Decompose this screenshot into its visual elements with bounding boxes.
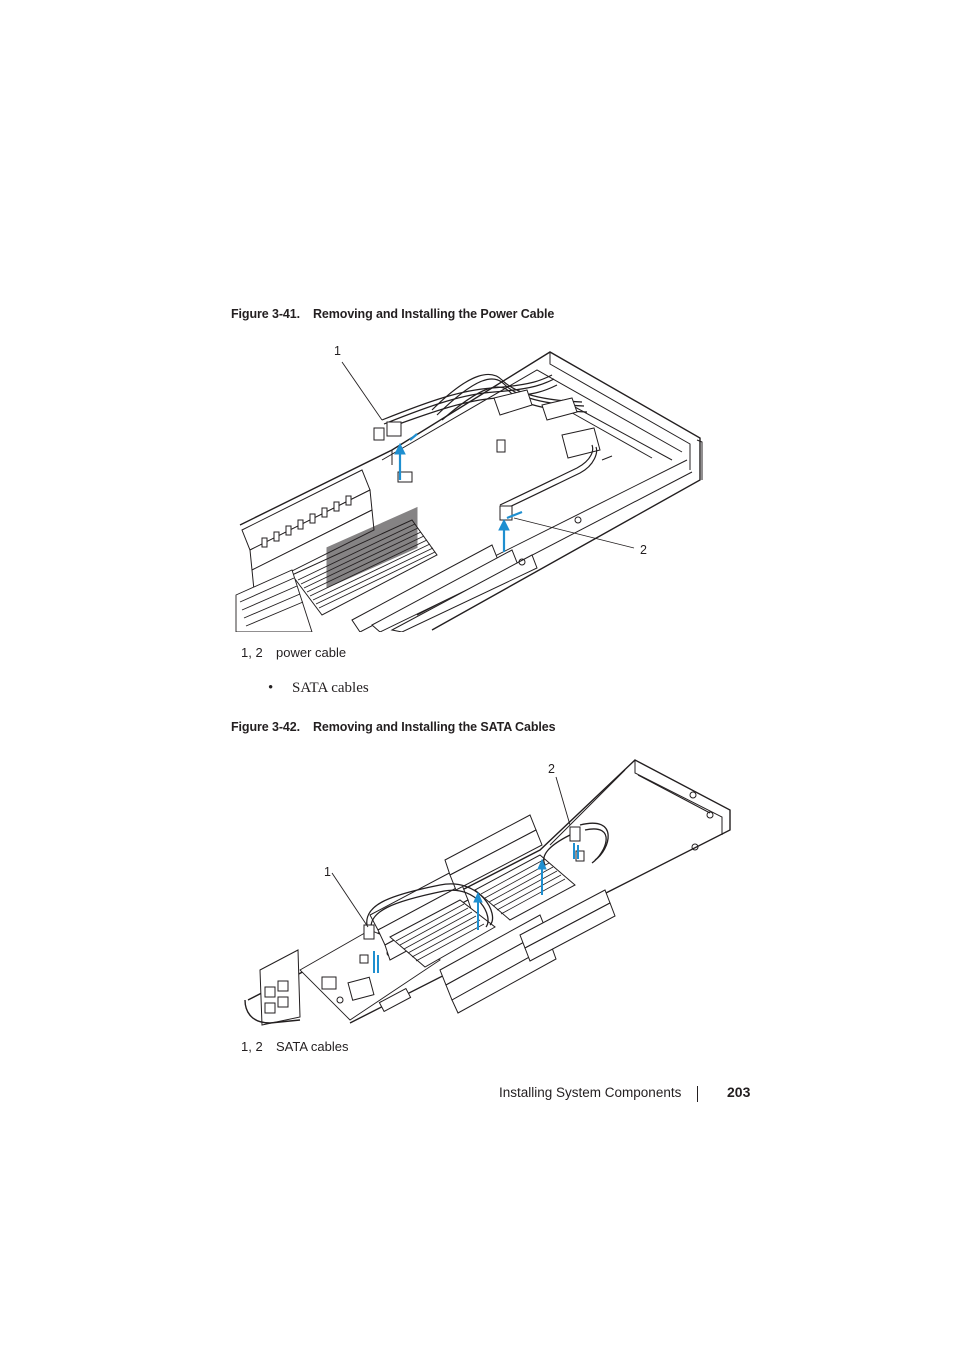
figure-legend: 1, 2 SATA cables [241,1039,349,1054]
figure-legend: 1, 2 power cable [241,645,346,660]
figure-number: Figure 3-42. [231,720,300,734]
figure-caption-3-41: Figure 3-41. Removing and Installing the … [231,307,554,321]
legend-key: 1, 2 [241,1039,263,1054]
callout-1: 1 [324,865,331,879]
page-number: 203 [727,1084,751,1100]
figure-title: Removing and Installing the Power Cable [313,307,555,321]
legend-value: SATA cables [276,1039,349,1054]
figure-number: Figure 3-41. [231,307,300,321]
bullet-symbol: • [268,680,274,696]
bullet-text: SATA cables [292,680,369,696]
footer-section-title: Installing System Components [499,1085,682,1100]
callout-1: 1 [334,344,341,358]
callout-2: 2 [640,543,647,557]
sata-cables-illustration: 2 1 [240,755,735,1027]
legend-key: 1, 2 [241,645,263,660]
callout-2: 2 [548,762,555,776]
footer-separator [697,1086,698,1102]
bullet-item-sata-cables: • SATA cables [268,680,369,697]
legend-value: power cable [276,645,347,660]
power-cable-illustration: 1 2 [232,340,707,632]
figure-caption-3-42: Figure 3-42. Removing and Installing the … [231,720,556,734]
figure-title: Removing and Installing the SATA Cables [313,720,556,734]
